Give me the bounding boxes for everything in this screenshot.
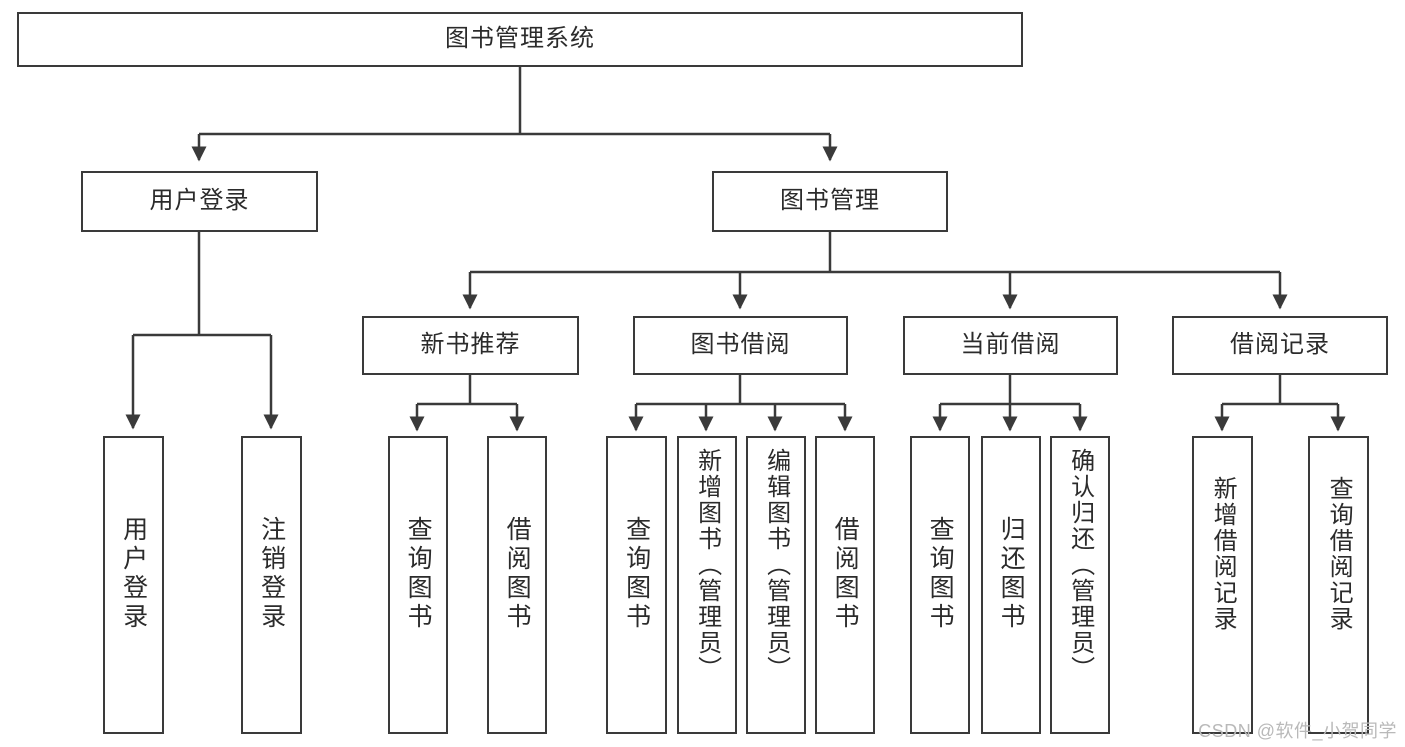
leaf-user-login-label: 用户登录 [119,516,148,632]
leaf-query-book-1-label: 查询图书 [404,516,433,632]
node-book-borrow[interactable]: 图书借阅 [633,316,848,375]
node-root-label: 图书管理系统 [445,25,595,53]
leaf-query-book-3[interactable]: 查询图书 [910,436,970,734]
leaf-query-book-2[interactable]: 查询图书 [606,436,667,734]
node-current-borrow[interactable]: 当前借阅 [903,316,1118,375]
leaf-logout[interactable]: 注销登录 [241,436,302,734]
leaf-add-book-label: 新增图书（管理员） [693,448,721,682]
leaf-query-record-label: 查询借阅记录 [1325,476,1353,632]
watermark: CSDN @软件_小贺同学 [1198,721,1397,741]
leaf-user-login[interactable]: 用户登录 [103,436,164,734]
leaf-query-book-2-label: 查询图书 [622,516,651,632]
leaf-query-record[interactable]: 查询借阅记录 [1308,436,1369,734]
leaf-edit-book[interactable]: 编辑图书（管理员） [746,436,806,734]
node-book-borrow-label: 图书借阅 [690,331,791,359]
leaf-borrow-book-2-label: 借阅图书 [831,516,860,632]
leaf-confirm-return[interactable]: 确认归还（管理员） [1050,436,1110,734]
node-user-login[interactable]: 用户登录 [81,171,318,232]
leaf-edit-book-label: 编辑图书（管理员） [762,448,790,682]
node-borrow-record[interactable]: 借阅记录 [1172,316,1388,375]
leaf-borrow-book-1[interactable]: 借阅图书 [487,436,547,734]
node-root[interactable]: 图书管理系统 [17,12,1023,67]
node-user-login-label: 用户登录 [149,187,250,215]
node-book-manage[interactable]: 图书管理 [712,171,948,232]
leaf-query-book-1[interactable]: 查询图书 [388,436,448,734]
leaf-return-book[interactable]: 归还图书 [981,436,1041,734]
node-new-book-rec-label: 新书推荐 [420,331,521,359]
node-book-manage-label: 图书管理 [780,187,880,215]
leaf-add-record-label: 新增借阅记录 [1209,476,1237,632]
leaf-return-book-label: 归还图书 [997,516,1026,632]
leaf-confirm-return-label: 确认归还（管理员） [1066,448,1094,682]
leaf-borrow-book-2[interactable]: 借阅图书 [815,436,875,734]
leaf-logout-label: 注销登录 [257,516,286,632]
leaf-borrow-book-1-label: 借阅图书 [503,516,532,632]
node-current-borrow-label: 当前借阅 [960,331,1061,359]
leaf-query-book-3-label: 查询图书 [926,516,955,632]
node-new-book-rec[interactable]: 新书推荐 [362,316,579,375]
leaf-add-book[interactable]: 新增图书（管理员） [677,436,737,734]
leaf-add-record[interactable]: 新增借阅记录 [1192,436,1253,734]
node-borrow-record-label: 借阅记录 [1230,331,1330,359]
